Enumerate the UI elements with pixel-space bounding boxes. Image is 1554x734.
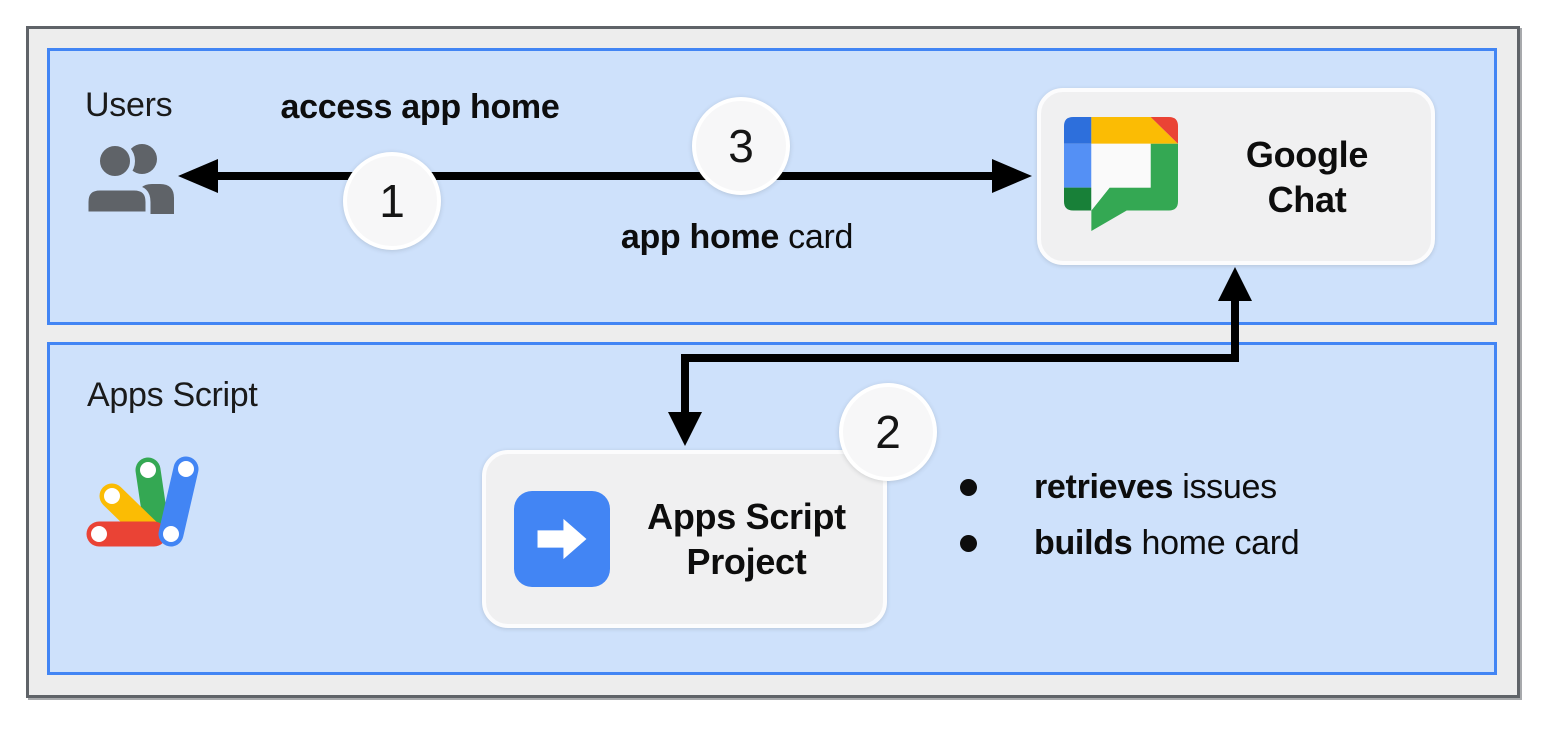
google-chat-node: Google Chat xyxy=(1037,88,1435,265)
app-home-card-label-rest: card xyxy=(779,218,854,256)
arrowhead-right xyxy=(992,159,1032,193)
access-app-home-label: access app home xyxy=(280,88,560,126)
apps-script-actions-list: retrieves issues builds home card xyxy=(960,462,1300,568)
google-chat-logo xyxy=(1064,116,1178,231)
bullet-icon xyxy=(960,534,977,552)
arrowhead-left xyxy=(178,159,218,193)
users-chat-arrow xyxy=(178,159,1032,193)
app-home-card-label-bold: app home xyxy=(620,218,780,256)
app-home-card-label: app home card xyxy=(557,218,917,257)
chat-appsscript-elbow-arrow xyxy=(668,267,1252,446)
users-icon xyxy=(84,141,174,214)
users-section-label: Users xyxy=(85,86,173,124)
google-chat-title: Google Chat xyxy=(1245,133,1369,220)
bullet-2-bold: builds xyxy=(1034,523,1133,562)
apps-script-project-node: Apps Script Project xyxy=(482,450,887,628)
arrowhead-down xyxy=(668,412,702,446)
bullet-1-rest: issues xyxy=(1173,467,1277,506)
step-circle-2: 2 xyxy=(839,383,937,481)
list-item: builds home card xyxy=(960,518,1300,568)
arrow-right-icon xyxy=(537,518,587,560)
step-circle-1: 1 xyxy=(343,152,441,250)
list-item: retrieves issues xyxy=(960,462,1299,512)
step-circle-3: 3 xyxy=(692,97,790,195)
apps-script-section-label: Apps Script xyxy=(87,376,258,414)
bullet-2-rest: home card xyxy=(1132,523,1300,562)
apps-script-project-title: Apps Script Project xyxy=(647,496,846,582)
bullet-1-bold: retrieves xyxy=(1034,467,1174,506)
apps-script-logo xyxy=(86,456,199,547)
apps-script-project-icon xyxy=(514,491,610,587)
arrowhead-up xyxy=(1218,267,1252,301)
bullet-icon xyxy=(960,478,977,496)
